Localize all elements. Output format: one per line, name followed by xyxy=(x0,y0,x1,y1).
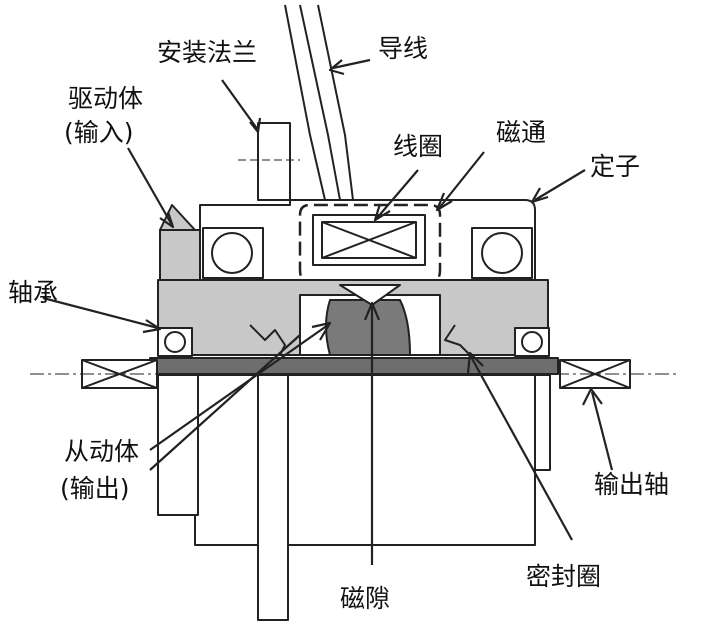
label-output-shaft: 输出轴 xyxy=(594,470,670,499)
label-bearing: 轴承 xyxy=(8,278,59,307)
right-shaft-key xyxy=(559,359,631,389)
label-driven-output: (输出) xyxy=(60,474,130,503)
upper-left-bearing xyxy=(202,227,264,279)
label-magnetic-gap: 磁隙 xyxy=(340,584,391,613)
label-driven: 从动体 xyxy=(64,437,140,466)
lower-right-bearing xyxy=(514,327,550,357)
upper-right-bearing xyxy=(471,227,533,279)
pole-tip xyxy=(339,284,401,306)
coil xyxy=(312,214,426,266)
lead-wires xyxy=(284,4,354,201)
armature xyxy=(325,299,411,356)
label-driver: 驱动体 xyxy=(68,84,144,113)
label-lead-wire: 导线 xyxy=(378,34,429,63)
label-stator: 定子 xyxy=(590,152,641,181)
label-mounting-flange: 安装法兰 xyxy=(157,38,258,67)
label-driver-input: (输入) xyxy=(64,118,134,147)
left-shaft-key xyxy=(81,359,158,389)
shaft xyxy=(149,357,559,375)
right-seal xyxy=(444,324,471,356)
left-seal xyxy=(249,324,286,356)
lower-left-bearing xyxy=(157,327,193,357)
label-coil: 线圈 xyxy=(393,132,444,161)
label-magnetic-flux: 磁通 xyxy=(496,118,547,147)
label-seal-ring: 密封圈 xyxy=(526,562,602,591)
mounting-flange xyxy=(238,122,300,201)
leader-lines xyxy=(42,58,614,565)
